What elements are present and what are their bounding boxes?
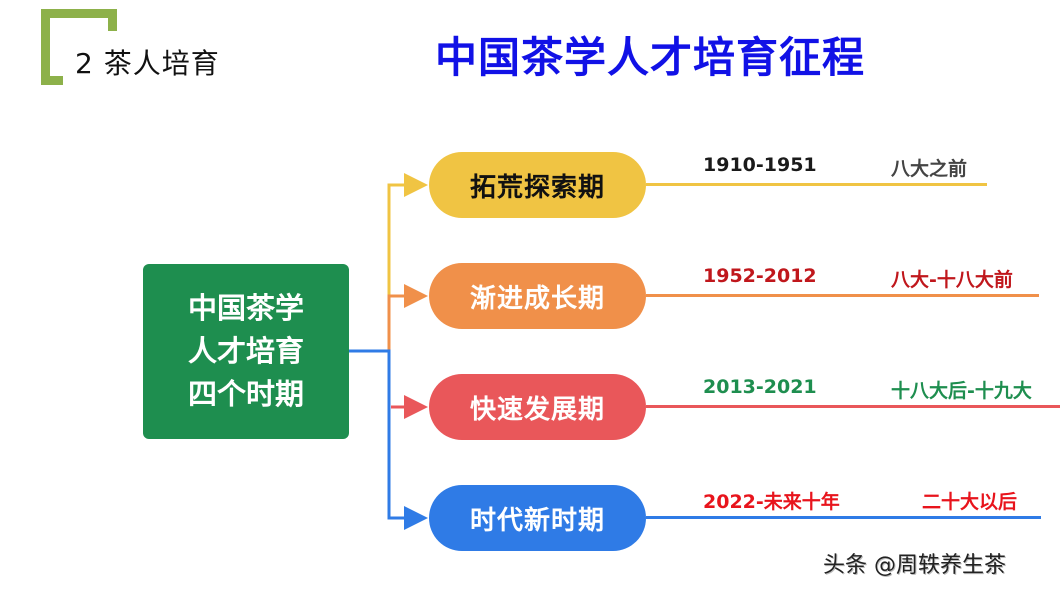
period-years: 1910-1951: [703, 154, 817, 176]
root-node-line-3: 四个时期: [187, 377, 304, 411]
section-bracket-decoration: [41, 9, 117, 85]
period-node-rapid-development: 快速发展期: [429, 374, 646, 440]
period-underline: [646, 183, 987, 186]
period-underline: [646, 516, 1041, 519]
period-underline: [646, 405, 1060, 408]
period-years: 2013-2021: [703, 376, 817, 398]
period-era: 二十大以后: [922, 491, 1018, 513]
section-label: 2 茶人培育: [75, 47, 220, 80]
period-era: 十八大后-十九大: [891, 380, 1032, 402]
period-years: 1952-2012: [703, 265, 817, 287]
root-node-line-1: 中国茶学: [187, 291, 304, 325]
period-node-new-era: 时代新时期: [429, 485, 646, 551]
root-node-line-2: 人才培育: [187, 334, 304, 368]
period-name: 拓荒探索期: [469, 172, 605, 203]
period-underline: [646, 294, 1039, 297]
period-name: 渐进成长期: [469, 283, 605, 314]
period-name: 时代新时期: [469, 505, 605, 536]
period-node-exploration: 拓荒探索期: [429, 152, 646, 218]
root-node: 中国茶学 人才培育 四个时期: [143, 264, 349, 439]
period-name: 快速发展期: [469, 394, 605, 425]
period-years: 2022-未来十年: [703, 491, 840, 513]
period-node-gradual-growth: 渐进成长期: [429, 263, 646, 329]
page-title: 中国茶学人才培育征程: [435, 33, 866, 82]
period-era: 八大之前: [891, 158, 968, 180]
watermark: 头条 @周轶养生茶: [823, 553, 1006, 578]
period-era: 八大-十八大前: [891, 269, 1013, 291]
